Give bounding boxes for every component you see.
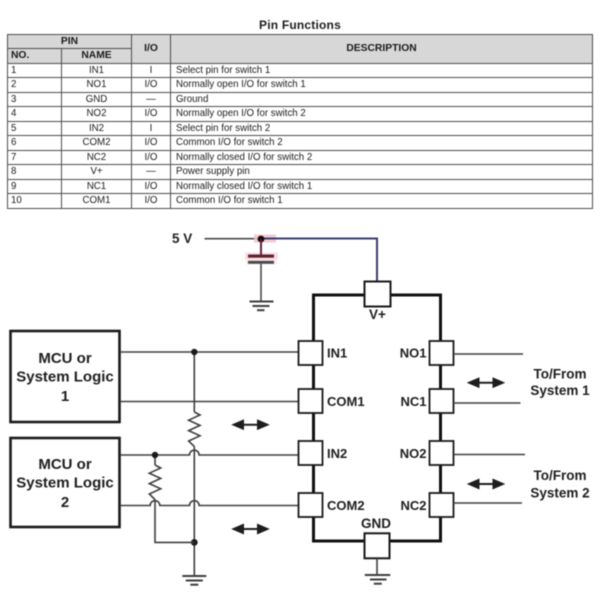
svg-text:5 V: 5 V	[172, 231, 192, 246]
svg-text:MCU or: MCU or	[38, 456, 91, 473]
svg-text:System Logic: System Logic	[16, 475, 114, 492]
svg-text:COM2: COM2	[327, 498, 365, 513]
svg-text:GND: GND	[361, 516, 391, 531]
svg-text:To/From: To/From	[534, 367, 587, 382]
svg-text:System 1: System 1	[530, 383, 590, 398]
svg-text:NC2: NC2	[400, 498, 426, 513]
svg-text:NO1: NO1	[400, 346, 427, 361]
svg-text:System 2: System 2	[530, 486, 589, 501]
svg-text:NC1: NC1	[400, 394, 426, 409]
svg-text:1: 1	[61, 388, 69, 405]
svg-text:IN2: IN2	[327, 446, 347, 461]
svg-text:COM1: COM1	[327, 394, 365, 409]
svg-text:2: 2	[61, 494, 69, 511]
svg-text:V+: V+	[369, 307, 386, 322]
svg-text:System Logic: System Logic	[16, 369, 114, 386]
svg-text:NO2: NO2	[400, 446, 427, 461]
svg-text:IN1: IN1	[327, 346, 347, 361]
svg-text:To/From: To/From	[534, 468, 587, 483]
svg-text:MCU or: MCU or	[38, 350, 91, 367]
